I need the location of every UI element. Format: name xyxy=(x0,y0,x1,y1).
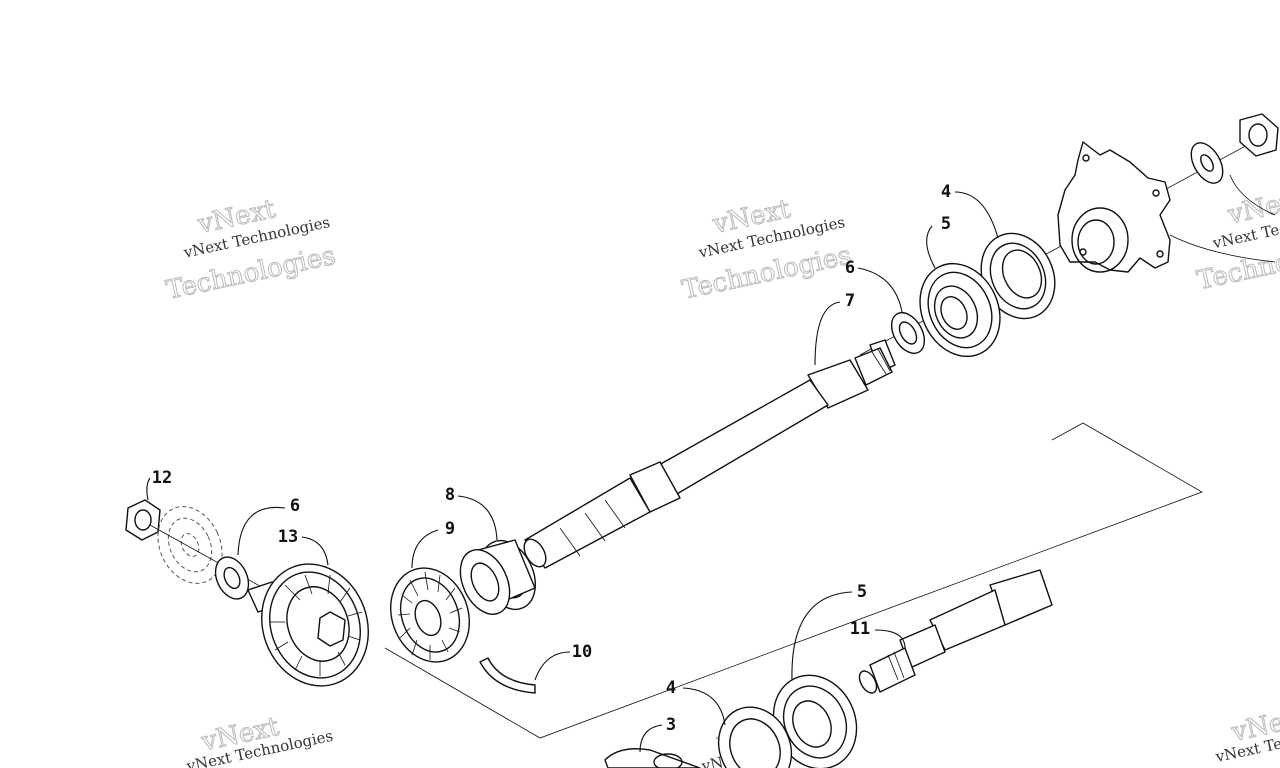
leader-12 xyxy=(146,477,151,501)
subassembly-frame xyxy=(384,422,1203,739)
leader-13 xyxy=(301,536,329,566)
callout-13: 13 xyxy=(278,527,298,547)
leader-10 xyxy=(534,651,571,681)
leader-4a xyxy=(954,191,999,239)
watermark-1: vNext vNext Technologies Technologies xyxy=(163,194,339,307)
output-shaft xyxy=(858,569,1053,694)
leader-5b xyxy=(791,591,853,681)
bevel-gear xyxy=(389,567,471,663)
snap-ring xyxy=(479,657,536,694)
callout-4-upper: 4 xyxy=(941,182,951,202)
washer-upper xyxy=(890,312,926,354)
callout-9: 9 xyxy=(445,519,455,539)
main-shaft xyxy=(523,339,896,569)
subassembly-frame-2 xyxy=(1051,422,1084,441)
drive-gear xyxy=(247,563,369,687)
leader-5a xyxy=(926,225,936,269)
leader-9 xyxy=(411,529,439,569)
leader-11 xyxy=(874,629,906,649)
bearing-dashed xyxy=(157,506,223,584)
bearing-lower xyxy=(772,674,858,768)
leader-4b xyxy=(682,687,726,726)
flange-nut xyxy=(1239,113,1279,157)
callout-12: 12 xyxy=(152,468,172,488)
washer-left xyxy=(214,556,250,600)
lock-nut xyxy=(125,499,161,541)
watermark-2: vNext vNext Technologies Technologies xyxy=(679,194,855,307)
watermark-3: vNext vNext Technologies Technologies xyxy=(1194,184,1280,297)
watermark-6: vNext vNext Technologies xyxy=(1213,702,1280,766)
leader-right-edge-2 xyxy=(1169,234,1276,263)
callout-3: 3 xyxy=(666,715,676,735)
cap-lower xyxy=(604,748,701,768)
callout-4-lower: 4 xyxy=(666,678,676,698)
callout-8: 8 xyxy=(445,485,455,505)
leader-3 xyxy=(639,724,663,753)
callout-5-upper: 5 xyxy=(941,214,951,234)
watermark-4: vNext vNext Technologies xyxy=(184,711,334,768)
leader-6b xyxy=(237,506,286,556)
leader-7 xyxy=(814,301,841,366)
leader-6a xyxy=(857,267,903,313)
callout-10: 10 xyxy=(572,642,592,662)
callout-5-lower: 5 xyxy=(857,582,867,602)
splined-sleeve xyxy=(459,539,536,615)
callout-11: 11 xyxy=(850,619,870,639)
callout-7: 7 xyxy=(845,291,855,311)
leader-8 xyxy=(457,495,498,541)
callout-6-upper: 6 xyxy=(845,258,855,278)
leader-right-edge xyxy=(1229,174,1276,216)
flange-hub xyxy=(1057,141,1171,273)
seal-lower xyxy=(717,706,793,768)
bearing-upper xyxy=(919,262,1001,358)
callout-6-left: 6 xyxy=(290,496,300,516)
flange-washer xyxy=(1190,142,1224,184)
